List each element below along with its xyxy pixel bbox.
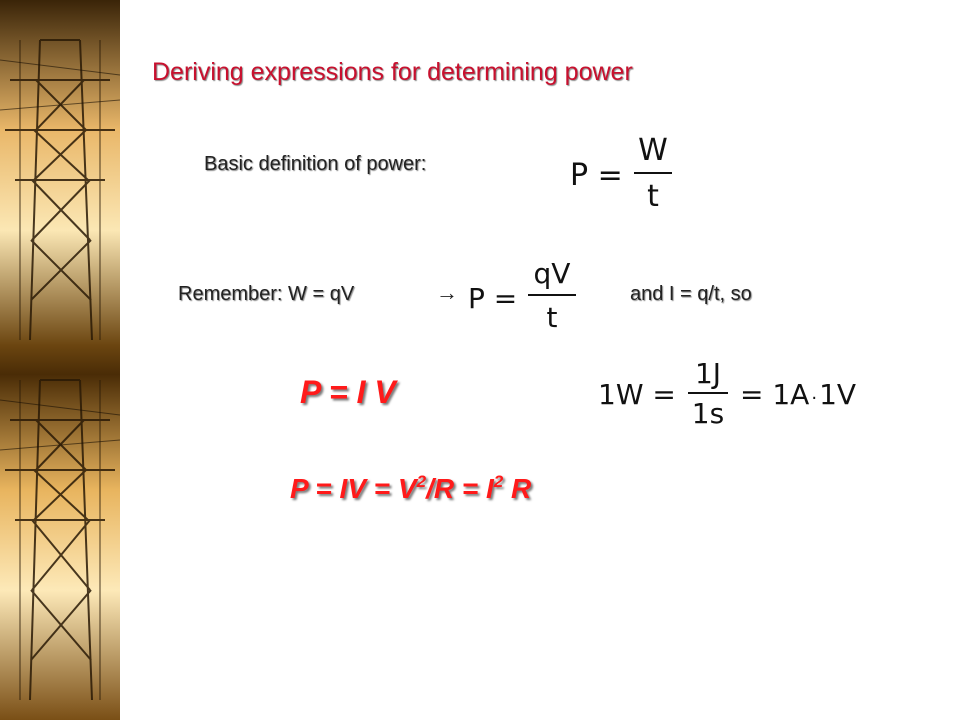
eq2-numerator: qV bbox=[533, 257, 571, 290]
power-tower-image bbox=[0, 0, 120, 720]
and-current-label: and I = q/t, so bbox=[630, 283, 752, 305]
unit-eq-rhs-amp: = 1A bbox=[740, 378, 810, 411]
eq1-numerator: W bbox=[638, 133, 668, 168]
eq1-fraction-bar bbox=[634, 172, 672, 174]
remember-label: Remember: W = qV bbox=[178, 283, 355, 305]
unit-eq-lhs: 1W = bbox=[598, 378, 676, 411]
power-full-formula: P = IV = V2/R = I2 R bbox=[290, 472, 531, 505]
eq2-lhs: P = bbox=[468, 282, 518, 315]
unit-eq-fraction: 1J 1s bbox=[688, 360, 728, 428]
unit-eq-fraction-bar bbox=[688, 392, 728, 394]
formula-part-2: /R = I bbox=[426, 473, 494, 504]
formula-part-3: R bbox=[503, 473, 532, 504]
eq2-fraction-bar bbox=[528, 294, 576, 296]
multiply-dot: · bbox=[811, 388, 818, 409]
unit-eq-rhs: = 1A·1V bbox=[740, 378, 856, 411]
unit-eq-denominator: 1s bbox=[691, 397, 725, 430]
eq1-lhs: P = bbox=[570, 158, 623, 193]
formula-part-1: P = IV = V bbox=[290, 473, 417, 504]
eq2-denominator: t bbox=[546, 301, 558, 334]
right-arrow-icon: → bbox=[436, 280, 458, 305]
formula-sup-1: 2 bbox=[416, 472, 427, 491]
unit-eq-rhs-volt: 1V bbox=[819, 378, 857, 411]
sidebar-decorative-image bbox=[0, 0, 120, 720]
eq1-denominator: t bbox=[647, 179, 659, 214]
formula-sup-2: 2 bbox=[493, 472, 504, 491]
basic-definition-label: Basic definition of power: bbox=[204, 153, 427, 175]
eq1-fraction: W t bbox=[634, 136, 672, 212]
eq2-fraction: qV t bbox=[528, 260, 576, 332]
unit-eq-numerator: 1J bbox=[694, 357, 722, 390]
slide-title: Deriving expressions for determining pow… bbox=[152, 58, 633, 86]
power-current-voltage-formula: P = I V bbox=[300, 374, 396, 410]
